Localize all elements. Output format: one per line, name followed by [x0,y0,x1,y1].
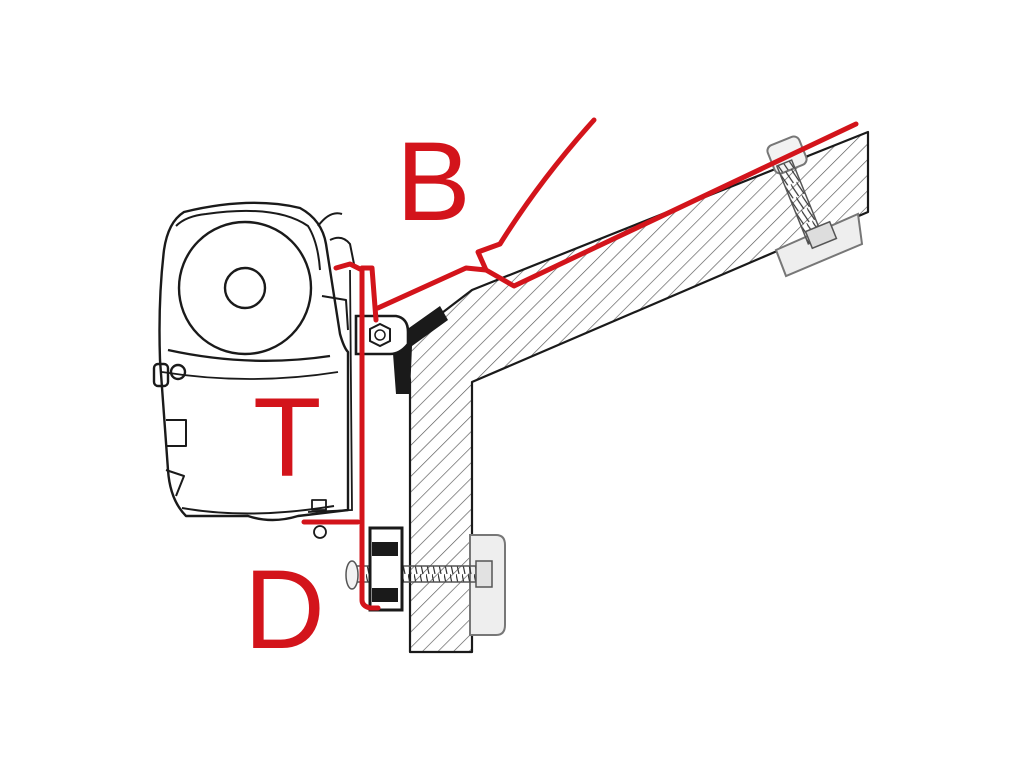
hex-clamp-bracket [354,314,410,356]
adapter-profile-red [301,261,381,611]
roof-rail-red-long [483,121,859,289]
vehicle-wall-section [402,130,870,654]
label-b: B [396,119,471,244]
roof-rail-red [375,117,597,311]
roof-bolt-assembly [766,135,864,278]
rubber-seal [392,306,448,394]
awning-cassette [152,201,355,539]
adapter-inner-line [307,269,353,513]
label-t: T [253,375,321,500]
wall-bolt-assembly [345,526,506,636]
label-d: D [244,547,325,672]
